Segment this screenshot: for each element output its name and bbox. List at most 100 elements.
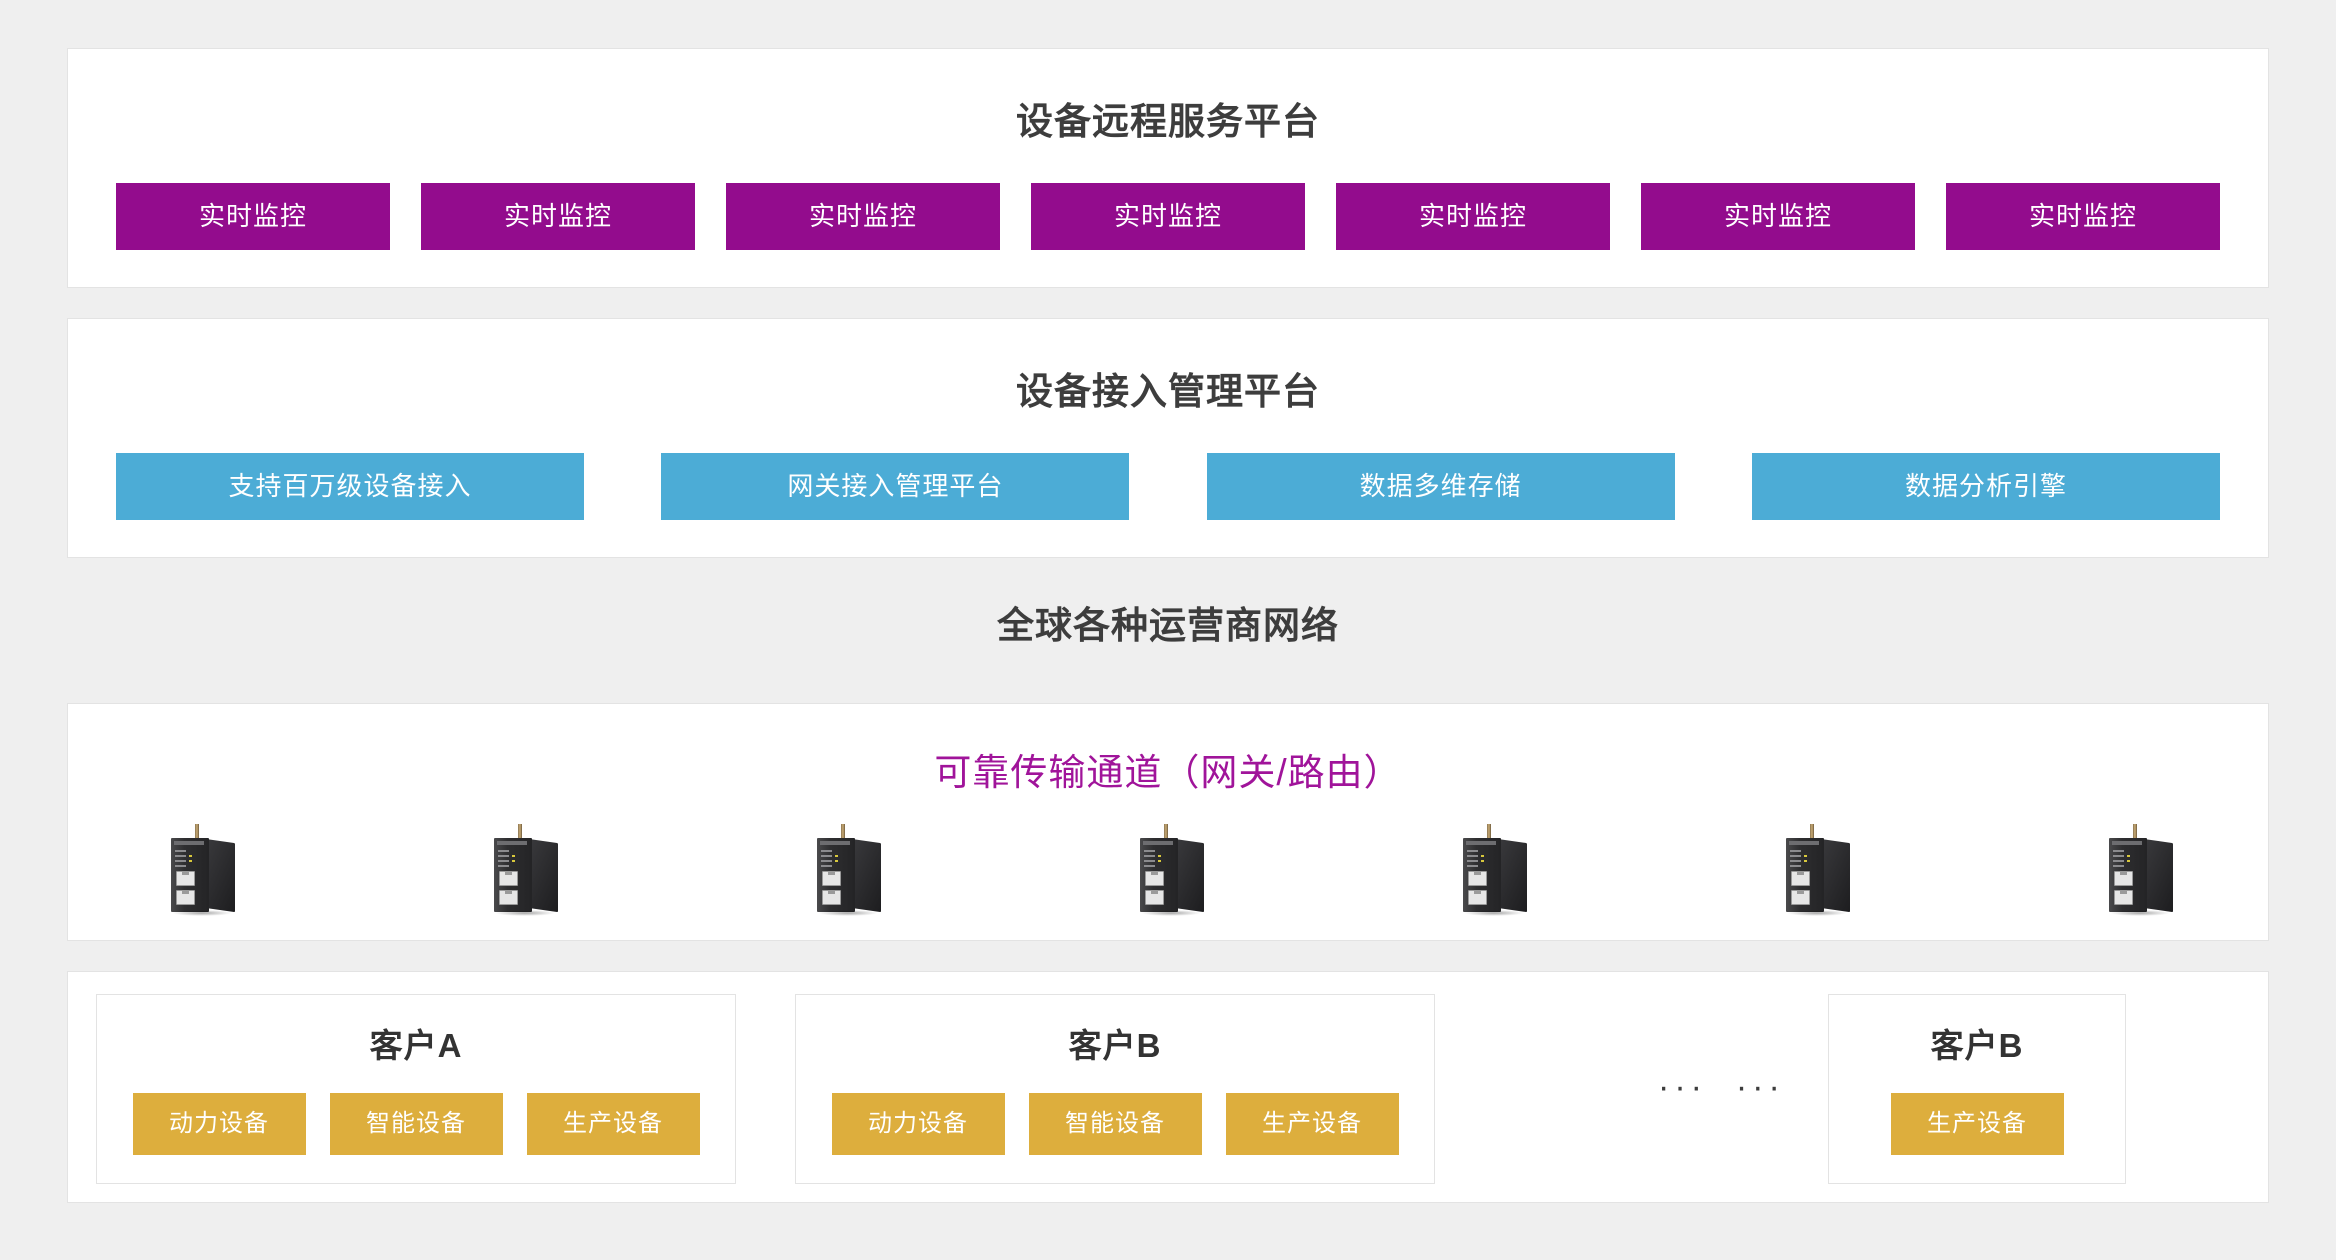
ethernet-port-icon — [822, 890, 841, 905]
realtime-monitor-chip[interactable]: 实时监控 — [1946, 183, 2220, 250]
ethernet-port-icon — [499, 871, 518, 886]
power-device-chip[interactable]: 动力设备 — [132, 1093, 306, 1155]
router-gateway-icon — [158, 824, 240, 916]
status-led — [1144, 850, 1155, 852]
status-led — [1790, 850, 1801, 852]
ethernet-port-icon — [1791, 890, 1810, 905]
status-led — [1467, 860, 1478, 862]
router-body-side — [528, 838, 558, 913]
status-led-dot — [835, 860, 838, 862]
ethernet-port-icon — [176, 890, 195, 905]
data-analysis-engine-chip[interactable]: 数据分析引擎 — [1751, 453, 2220, 520]
status-led-dot — [1158, 860, 1161, 862]
router-body-side — [1174, 838, 1204, 913]
status-led-dot — [2127, 855, 2130, 857]
customer-device-row: 生产设备 — [1829, 1093, 2125, 1155]
production-device-chip[interactable]: 生产设备 — [1890, 1093, 2064, 1155]
router-gateway-icon — [804, 824, 886, 916]
antenna-icon — [195, 824, 199, 841]
router-gateway-icon — [2096, 824, 2178, 916]
multidimensional-storage-chip[interactable]: 数据多维存储 — [1206, 453, 1675, 520]
customer-card[interactable]: 客户B 动力设备 智能设备 生产设备 — [795, 994, 1435, 1184]
million-device-access-chip[interactable]: 支持百万级设备接入 — [116, 453, 584, 520]
customers-panel: 客户A 动力设备 智能设备 生产设备 客户B 动力设备 智能设备 生产设备 ··… — [67, 971, 2269, 1203]
gateway-access-platform-chip[interactable]: 网关接入管理平台 — [661, 453, 1130, 520]
status-led — [1144, 855, 1155, 857]
antenna-icon — [841, 824, 845, 841]
production-device-chip[interactable]: 生产设备 — [1225, 1093, 1399, 1155]
realtime-monitor-chip[interactable]: 实时监控 — [116, 183, 390, 250]
ethernet-port-icon — [1145, 890, 1164, 905]
remote-service-chip-row: 实时监控 实时监控 实时监控 实时监控 实时监控 实时监控 实时监控 — [68, 183, 2268, 250]
production-device-chip[interactable]: 生产设备 — [526, 1093, 700, 1155]
realtime-monitor-chip[interactable]: 实时监控 — [421, 183, 695, 250]
router-brand-label — [174, 841, 204, 845]
ethernet-port-icon — [822, 871, 841, 886]
router-shadow — [172, 910, 232, 916]
router-brand-label — [820, 841, 850, 845]
ethernet-port-icon — [2114, 890, 2133, 905]
status-led-dot — [512, 860, 515, 862]
status-led — [175, 855, 186, 857]
status-led-dot — [189, 860, 192, 862]
ethernet-port-icon — [1468, 871, 1487, 886]
router-gateway-icon — [1127, 824, 1209, 916]
status-led — [1790, 860, 1801, 862]
antenna-icon — [1164, 824, 1168, 841]
router-body-side — [205, 838, 235, 913]
customer-card[interactable]: 客户B 生产设备 — [1828, 994, 2126, 1184]
ethernet-port-icon — [1791, 871, 1810, 886]
remote-service-platform-title: 设备远程服务平台 — [1016, 101, 1320, 142]
ethernet-port-icon — [176, 871, 195, 886]
antenna-icon — [1810, 824, 1814, 841]
access-management-platform-title: 设备接入管理平台 — [1016, 371, 1320, 412]
status-led — [821, 855, 832, 857]
router-shadow — [495, 910, 555, 916]
realtime-monitor-chip[interactable]: 实时监控 — [1031, 183, 1305, 250]
ethernet-port-icon — [1145, 871, 1164, 886]
status-led — [175, 865, 186, 867]
router-shadow — [818, 910, 878, 916]
access-management-platform-panel: 设备接入管理平台 支持百万级设备接入 网关接入管理平台 数据多维存储 数据分析引… — [67, 318, 2269, 558]
status-led — [2113, 855, 2124, 857]
customers-ellipsis: ··· ··· — [1658, 1068, 1785, 1106]
status-led-dot — [512, 855, 515, 857]
status-led — [2113, 860, 2124, 862]
customer-device-row: 动力设备 智能设备 生产设备 — [97, 1093, 735, 1155]
status-led-dot — [1481, 860, 1484, 862]
router-brand-label — [497, 841, 527, 845]
transport-channel-title: 可靠传输通道（网关/路由） — [934, 752, 1402, 793]
realtime-monitor-chip[interactable]: 实时监控 — [1641, 183, 1915, 250]
realtime-monitor-chip[interactable]: 实时监控 — [1336, 183, 1610, 250]
ethernet-port-icon — [499, 890, 518, 905]
status-led — [1467, 865, 1478, 867]
router-shadow — [1464, 910, 1524, 916]
customer-card[interactable]: 客户A 动力设备 智能设备 生产设备 — [96, 994, 736, 1184]
smart-device-chip[interactable]: 智能设备 — [1028, 1093, 1202, 1155]
status-led-dot — [189, 855, 192, 857]
access-management-chip-row: 支持百万级设备接入 网关接入管理平台 数据多维存储 数据分析引擎 — [68, 453, 2268, 520]
smart-device-chip[interactable]: 智能设备 — [329, 1093, 503, 1155]
status-led — [2113, 850, 2124, 852]
status-led — [498, 850, 509, 852]
remote-service-platform-panel: 设备远程服务平台 实时监控 实时监控 实时监控 实时监控 实时监控 实时监控 实… — [67, 48, 2269, 288]
router-gateway-icon — [1773, 824, 1855, 916]
status-led-dot — [835, 855, 838, 857]
router-gateway-icon — [1450, 824, 1532, 916]
router-shadow — [1141, 910, 1201, 916]
power-device-chip[interactable]: 动力设备 — [831, 1093, 1005, 1155]
customer-device-row: 动力设备 智能设备 生产设备 — [796, 1093, 1434, 1155]
status-led — [498, 860, 509, 862]
status-led-dot — [1158, 855, 1161, 857]
status-led — [1144, 860, 1155, 862]
router-brand-label — [1789, 841, 1819, 845]
router-body-side — [1497, 838, 1527, 913]
status-led-dot — [2127, 860, 2130, 862]
transport-channel-panel: 可靠传输通道（网关/路由） — [67, 703, 2269, 941]
ethernet-port-icon — [1468, 890, 1487, 905]
operator-network-heading: 全球各种运营商网络 — [997, 605, 1339, 646]
status-led — [498, 865, 509, 867]
realtime-monitor-chip[interactable]: 实时监控 — [726, 183, 1000, 250]
status-led — [1467, 850, 1478, 852]
antenna-icon — [518, 824, 522, 841]
